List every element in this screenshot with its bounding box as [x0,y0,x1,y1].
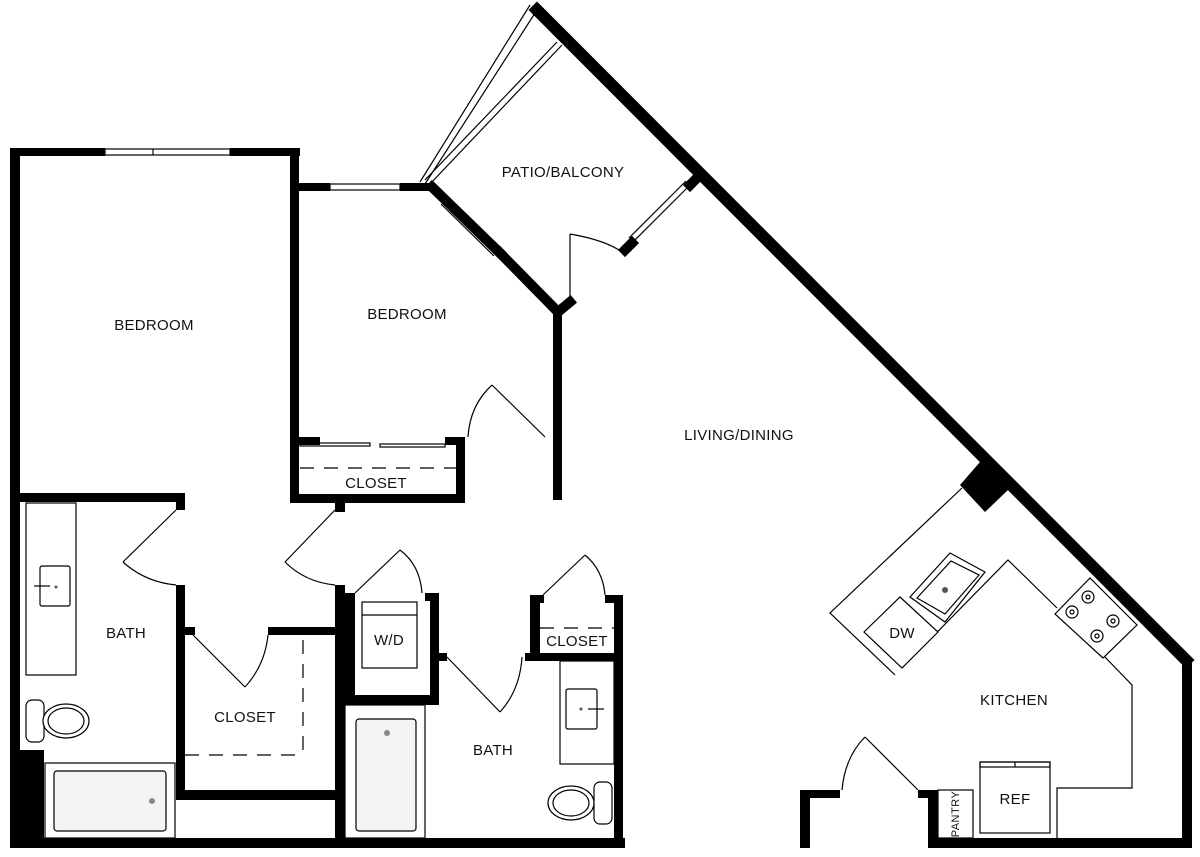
washer-dryer [361,601,418,669]
doors [122,233,919,791]
toilet-tank-icon [25,699,45,743]
kitchen-fixtures [829,487,1138,839]
label-wd: W/D [374,632,404,649]
windows [104,4,691,257]
interior-walls [10,437,623,848]
dishwasher [863,596,939,669]
kitchen-sink-icon [909,552,986,623]
bathtub-icon [355,718,417,832]
label-refrigerator: REF [1000,791,1031,808]
toilet-bowl-icon [547,785,595,821]
closet-shelves [185,442,614,756]
label-living-dining: LIVING/DINING [684,427,794,444]
toilet-tank-icon [593,781,613,825]
bath-2-fixtures [344,660,615,839]
room-labels: BEDROOM BEDROOM PATIO/BALCONY LIVING/DIN… [106,164,1048,837]
label-bedroom-1: BEDROOM [114,317,194,334]
range-icon [1054,577,1138,659]
pantry [937,789,974,839]
bath-1-fixtures [25,502,176,839]
toilet-bowl-icon [42,703,90,739]
label-bath-2: BATH [473,742,513,759]
label-pantry: PANTRY [950,791,962,838]
label-closet-1: CLOSET [214,709,276,726]
label-closet-bedroom-2: CLOSET [345,475,407,492]
label-closet-hall: CLOSET [546,633,608,650]
label-bedroom-2: BEDROOM [367,306,447,323]
bathtub-icon [53,770,167,832]
label-bath-1: BATH [106,625,146,642]
label-patio-balcony: PATIO/BALCONY [502,164,625,181]
label-dishwasher: DW [889,625,915,642]
refrigerator [979,761,1051,834]
label-kitchen: KITCHEN [980,692,1048,709]
